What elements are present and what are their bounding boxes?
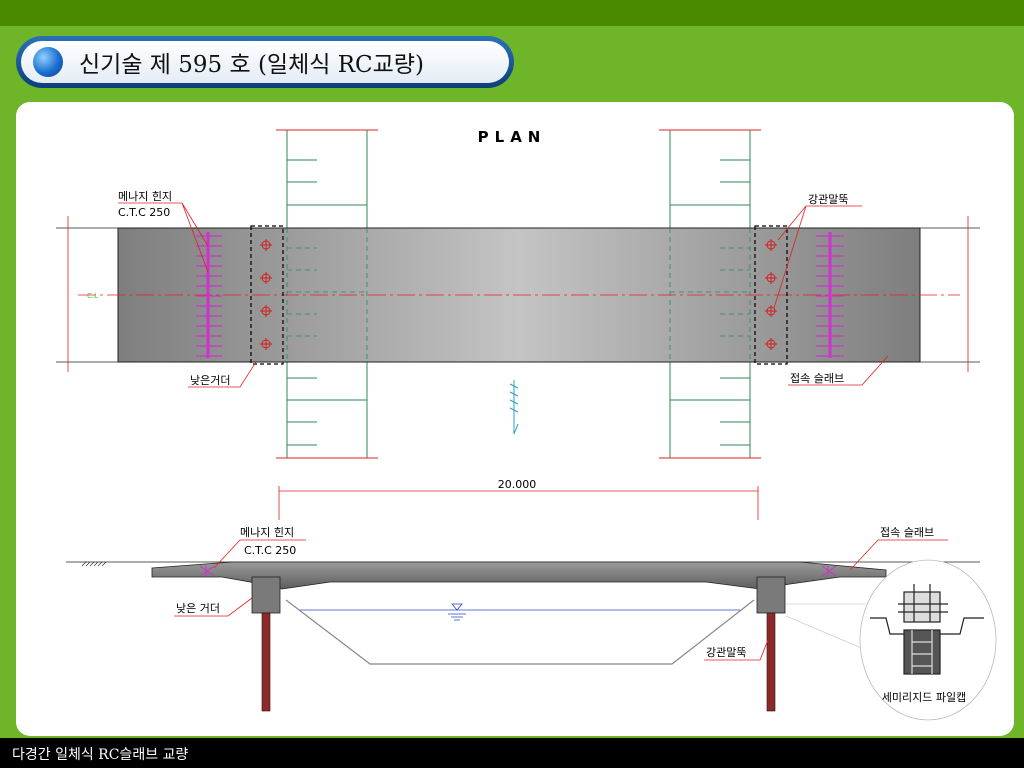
elev-hinge-label: 메나지 힌지 — [240, 526, 294, 539]
elevation-right-pile — [766, 612, 776, 712]
page-title: 신기술 제 595 호 (일체식 RC교량) — [79, 52, 424, 78]
right-low-girder — [754, 225, 788, 365]
span-dimension — [278, 486, 759, 520]
footer-bar: 다경간 일체식 RC슬래브 교량 — [0, 738, 1024, 768]
water-level-icon — [448, 603, 466, 621]
bridge-drawing: PLAN C.L — [56, 128, 997, 721]
globe-bullet-icon — [33, 47, 63, 77]
plan-steel-pile-label: 강관말뚝 — [808, 193, 848, 206]
right-hinge-bars — [816, 232, 844, 358]
footer-caption: 다경간 일체식 RC슬래브 교량 — [12, 747, 189, 763]
flow-arrow-icon — [509, 380, 519, 435]
top-bar — [0, 0, 1024, 26]
elevation-right-girder — [756, 576, 786, 614]
elev-approach-slab-label: 접속 슬래브 — [880, 526, 934, 539]
plan-low-girder-label: 낮은거더 — [190, 374, 230, 387]
pile-cap-detail: 세미리지드 파일캡 — [785, 559, 997, 721]
elev-low-girder-label: 낮은 거더 — [176, 602, 220, 615]
centerline-label: C.L — [87, 292, 98, 300]
left-hinge-bars — [196, 232, 222, 358]
plan-approach-slab-label: 접속 슬래브 — [790, 372, 844, 385]
span-dimension-value: 20.000 — [498, 478, 537, 491]
elev-ctc-label: C.T.C 250 — [244, 544, 296, 557]
plan-title: PLAN — [478, 128, 547, 146]
elev-steel-pile-label: 강관말뚝 — [706, 646, 746, 659]
pile-cap-label: 세미리지드 파일캡 — [882, 690, 966, 704]
plan-ctc-label: C.T.C 250 — [118, 206, 170, 219]
title-banner: 신기술 제 595 호 (일체식 RC교량) — [16, 36, 514, 88]
elevation-left-pile — [261, 612, 271, 712]
elevation-hinges — [199, 565, 837, 577]
river-channel — [285, 599, 755, 665]
left-low-girder — [250, 225, 284, 365]
drawing-panel — [16, 102, 1014, 736]
plan-hinge-label: 메나지 힌지 — [118, 190, 172, 203]
elevation-left-girder — [251, 576, 281, 614]
